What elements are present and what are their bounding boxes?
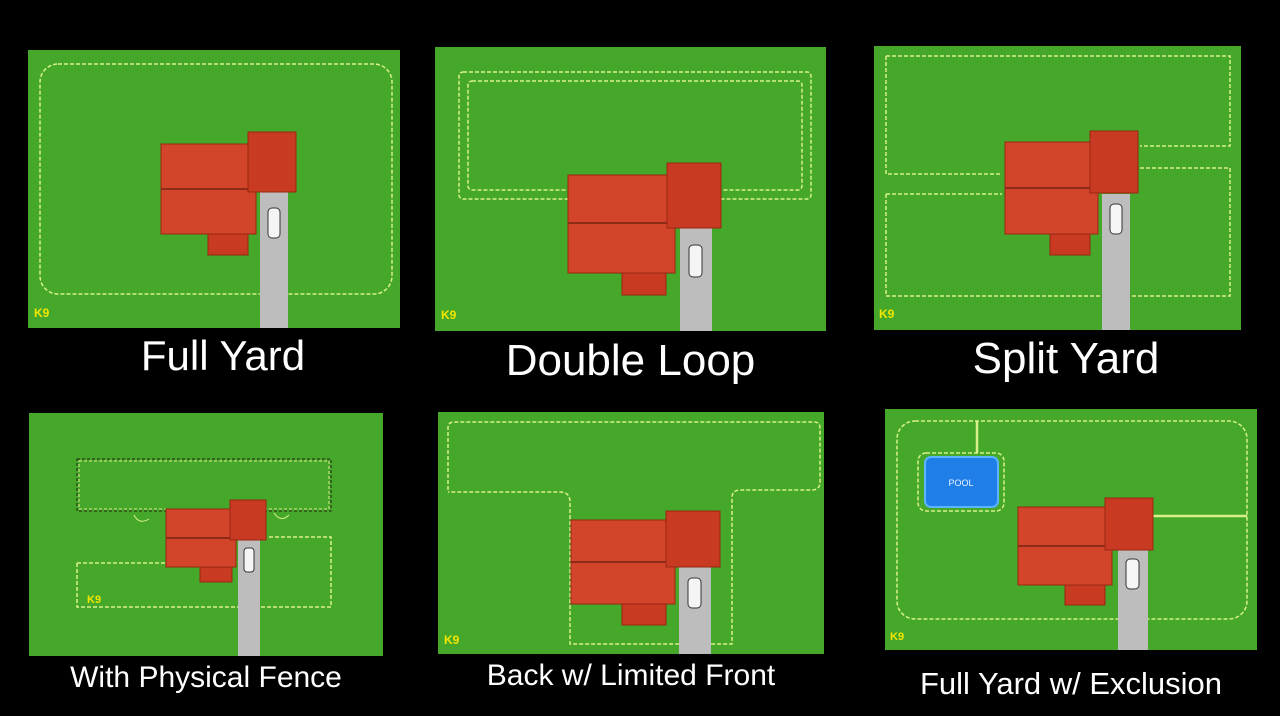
boundary-wire (76, 536, 332, 608)
car-icon (1125, 558, 1140, 590)
driveway (680, 227, 712, 331)
back-zone-wire (885, 167, 1231, 297)
yard-diagram-double-loop: K9 (435, 47, 826, 331)
caption-double-loop: Double Loop (505, 336, 756, 385)
garage-roof (247, 131, 297, 193)
garage-roof (1089, 130, 1139, 194)
k9-logo: K9 (34, 306, 50, 320)
house-porch (199, 564, 233, 583)
pool (924, 456, 999, 508)
k9-logo: K9 (441, 308, 457, 322)
panel-full-yard: K9 (28, 50, 400, 328)
garage-roof (229, 499, 267, 541)
yard-diagram-back-limited-front: K9 (438, 412, 824, 654)
yard-diagram-full-yard-exclusion: POOL K9 (885, 409, 1257, 650)
front-zone-wire (886, 55, 1231, 147)
car-icon (687, 577, 702, 609)
k9-logo: K9 (890, 631, 904, 643)
garage-roof (665, 510, 721, 568)
boundary-wire (896, 420, 1248, 620)
garage-roof (666, 162, 722, 229)
panel-back-limited-front: K9 (438, 412, 824, 654)
caption-back-limited-front: Back w/ Limited Front (486, 659, 776, 692)
garage-roof (1104, 497, 1154, 551)
caption-full-yard: Full Yard (140, 332, 306, 379)
car-icon (243, 547, 255, 573)
k9-logo: K9 (444, 633, 460, 647)
outer-loop-wire (458, 71, 812, 200)
pool-label: POOL (948, 478, 973, 488)
boundary-wire (39, 63, 393, 295)
yard-diagram-physical-fence: K9 (29, 413, 383, 656)
yard-diagram-full-yard: K9 (28, 50, 400, 328)
exclusion-wire (917, 452, 1005, 512)
panel-split-yard: K9 (874, 46, 1241, 330)
k9-logo: K9 (87, 594, 101, 606)
yard-diagram-split-yard: K9 (874, 46, 1241, 330)
caption-split-yard: Split Yard (972, 334, 1160, 383)
car-icon (688, 244, 703, 278)
caption-physical-fence: With Physical Fence (70, 661, 342, 694)
car-icon (267, 207, 281, 239)
panel-full-yard-exclusion: POOL K9 (885, 409, 1257, 650)
car-icon (1109, 203, 1123, 235)
panel-physical-fence: K9 (29, 413, 383, 656)
k9-logo: K9 (879, 307, 895, 321)
caption-full-yard-exclusion: Full Yard w/ Exclusion (919, 666, 1223, 701)
panel-double-loop: K9 (435, 47, 826, 331)
